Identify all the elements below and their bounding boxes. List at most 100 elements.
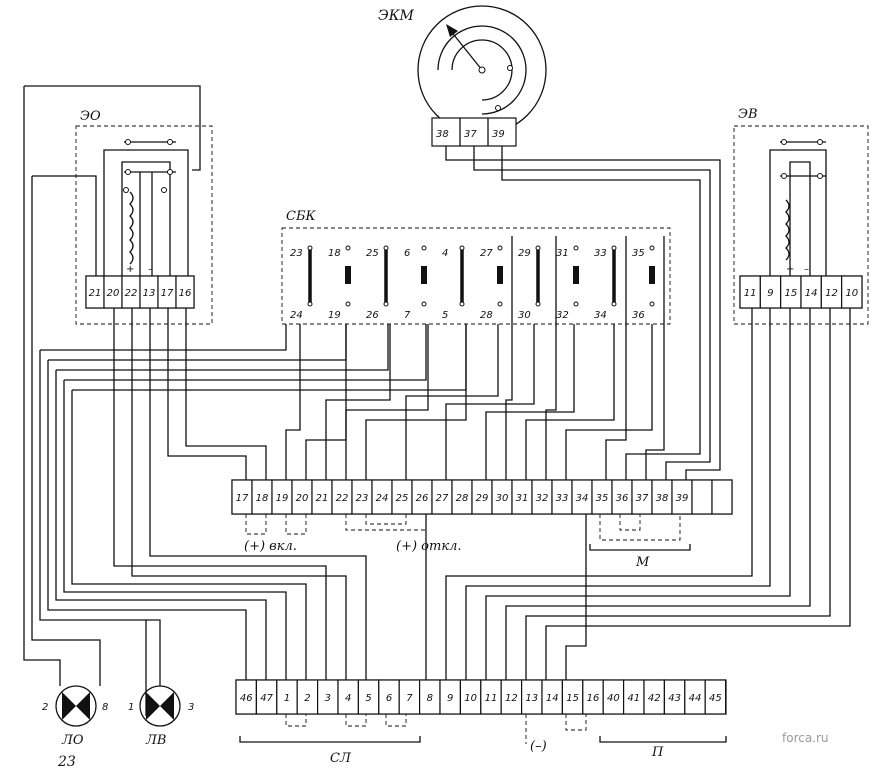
ekm-terminal: 38	[436, 129, 449, 140]
ekm-needle-tip-icon	[446, 24, 458, 37]
eo-terminal-number: 17	[161, 288, 174, 299]
bottom-strip-cell-number: 14	[546, 693, 559, 704]
sbk-contact-bottom: 30	[518, 310, 531, 321]
mid-strip-cell-number: 38	[656, 493, 669, 504]
sbk-label: СБК	[286, 209, 317, 224]
sbk-contact-top: 18	[328, 248, 341, 259]
ev-wire	[769, 149, 827, 276]
ev-terminal	[841, 275, 863, 309]
bottom-strip-cell	[704, 679, 727, 715]
jumper-sl	[285, 714, 407, 727]
eo-terminal-number: 16	[179, 288, 192, 299]
ekm-contact	[495, 105, 501, 111]
mid-strip-cell	[711, 479, 733, 515]
mid-strip-cell-number: 27	[436, 493, 449, 504]
ekm-terminal-block	[431, 117, 517, 147]
bottom-strip-cell-number: 43	[668, 693, 681, 704]
bottom-strip-cell-number: 6	[386, 693, 392, 704]
lamp-lo-terminal: 2	[42, 702, 48, 713]
eo-wire	[103, 149, 189, 276]
bottom-strip-cell-number: 46	[240, 693, 253, 704]
ev-terminal-number: 9	[767, 288, 773, 299]
lamp-lv-icon	[146, 692, 174, 720]
bottom-strip-cell-number: 10	[464, 693, 477, 704]
sbk-contact-bottom: 34	[594, 310, 607, 321]
label-sl: СЛ	[330, 751, 352, 766]
mid-strip-cell-number: 29	[476, 493, 489, 504]
ev-terminal-number: 11	[744, 288, 757, 299]
eo-dashed-frame	[75, 125, 213, 325]
mid-strip-cell-number: 35	[596, 493, 609, 504]
lamp-lo-icon	[62, 692, 90, 720]
mid-strip-cell-number: 31	[516, 493, 529, 504]
eo-terminal	[175, 275, 195, 309]
sbk-contact-bottom: 28	[480, 310, 493, 321]
mid-strip-cell-number: 25	[396, 493, 409, 504]
bottom-strip-cell-number: 40	[607, 693, 620, 704]
mid-strip-cell-number: 19	[276, 493, 289, 504]
mid-strip-cell-number: 20	[296, 493, 309, 504]
label-minus: (–)	[530, 739, 547, 754]
sbk-contact-top: 6	[404, 248, 410, 259]
lamp-lv-terminal: 3	[188, 702, 194, 713]
bottom-strip-cell-number: 8	[427, 693, 433, 704]
mid-strip-cell-number: 39	[676, 493, 689, 504]
mid-strip-cell-number: 33	[556, 493, 569, 504]
ev-dashed-frame	[733, 125, 869, 325]
bottom-strip-cell-number: 44	[689, 693, 702, 704]
sbk-contact-top: 23	[290, 248, 303, 259]
bottom-strip-cell-number: 3	[325, 693, 331, 704]
ev-label: ЭВ	[738, 107, 758, 122]
bottom-strip-cell-number: 47	[260, 693, 273, 704]
ev-wire	[789, 161, 811, 276]
sbk-contact-top: 31	[556, 248, 569, 259]
sbk-contact-bottom: 7	[404, 310, 411, 321]
ekm-needle	[449, 29, 483, 71]
sbk-contact-top: 27	[480, 248, 493, 259]
ekm-contact	[507, 65, 513, 71]
mid-strip-cell-number: 28	[456, 493, 469, 504]
mid-strip-cell-number: 34	[576, 493, 589, 504]
ekm-pivot	[478, 66, 486, 74]
lamp-lv: 1 3 ЛВ	[128, 685, 194, 748]
sbk-contact-bottom: 5	[442, 310, 448, 321]
label-m: М	[635, 555, 650, 570]
ekm-terminal: 39	[492, 129, 505, 140]
mid-strip-cell-number: 18	[256, 493, 269, 504]
ev-terminal-number: 10	[845, 288, 858, 299]
lamp-lv-label: ЛВ	[145, 733, 166, 748]
ekm-arc-inner	[451, 39, 513, 101]
jumper-on	[245, 514, 307, 535]
bottom-strip-cell-number: 5	[365, 693, 371, 704]
sbk-contact-top: 25	[366, 248, 379, 259]
mid-strip-cell-number: 17	[236, 493, 249, 504]
sbk-contact-bottom: 19	[328, 310, 341, 321]
mid-strip-cell-number: 26	[416, 493, 429, 504]
lamp-lo: 2 8 ЛО	[42, 685, 108, 748]
mid-strip-cell-number: 23	[356, 493, 369, 504]
bottom-strip-cell-number: 9	[447, 693, 453, 704]
bottom-strip-cell-number: 15	[566, 693, 579, 704]
ekm-gauge: ЭКМ 38 37 39	[378, 5, 547, 147]
bottom-strip-cell-number: 1	[284, 693, 290, 704]
eo-terminal-number: 21	[89, 288, 102, 299]
ev-coil-icon	[785, 199, 790, 261]
jumper-minus	[525, 714, 587, 744]
interconnect-wiring	[23, 85, 851, 716]
sbk-contact-open-icon	[497, 266, 503, 284]
mid-strip-cell-number: 37	[636, 493, 649, 504]
sbk-contact-open-icon	[573, 266, 579, 284]
bottom-strip-cell-number: 45	[709, 693, 722, 704]
sbk-contact-bottom: 26	[366, 310, 379, 321]
mid-strip-cell	[691, 479, 713, 515]
svg-text:+: +	[786, 264, 794, 275]
sbk-contact-open-icon	[345, 266, 351, 284]
sbk-contact-top: 29	[518, 248, 531, 259]
ekm-label: ЭКМ	[378, 8, 415, 24]
